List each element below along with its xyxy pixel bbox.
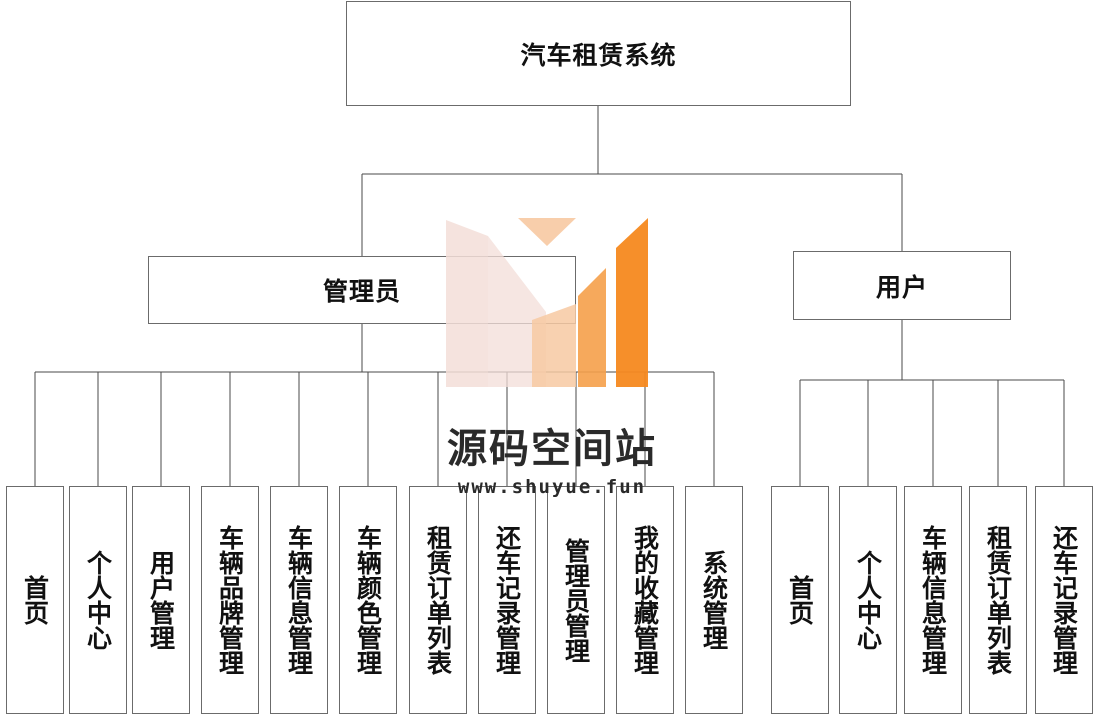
leaf-label: 车辆品牌管理 xyxy=(215,525,245,675)
admin-node: 管理员 xyxy=(148,256,576,324)
admin-leaf-admin-mgmt: 管理员管理 xyxy=(547,486,605,714)
leaf-label: 首页 xyxy=(785,575,815,625)
user-node-label: 用户 xyxy=(875,272,928,302)
watermark-url: www.shuyue.fun xyxy=(457,476,647,498)
watermark-title: 源码空间站 xyxy=(447,426,657,472)
leaf-label: 管理员管理 xyxy=(561,537,591,663)
admin-leaf-home: 首页 xyxy=(6,486,64,714)
user-leaf-rental-orders: 租赁订单列表 xyxy=(969,486,1027,714)
leaf-label: 租赁订单列表 xyxy=(983,525,1013,675)
admin-leaf-color-mgmt: 车辆颜色管理 xyxy=(339,486,397,714)
admin-leaf-favorites-mgmt: 我的收藏管理 xyxy=(616,486,674,714)
user-node: 用户 xyxy=(793,251,1011,320)
leaf-label: 我的收藏管理 xyxy=(630,525,660,675)
leaf-label: 还车记录管理 xyxy=(1049,525,1079,675)
leaf-label: 车辆信息管理 xyxy=(918,525,948,675)
user-leaf-home: 首页 xyxy=(771,486,829,714)
leaf-label: 车辆信息管理 xyxy=(284,525,314,675)
leaf-label: 用户管理 xyxy=(146,550,176,650)
root-node-label: 汽车租赁系统 xyxy=(520,40,677,70)
root-node: 汽车租赁系统 xyxy=(346,1,851,106)
admin-leaf-vehicle-info-mgmt: 车辆信息管理 xyxy=(270,486,328,714)
leaf-label: 租赁订单列表 xyxy=(423,525,453,675)
admin-leaf-return-records: 还车记录管理 xyxy=(478,486,536,714)
user-leaf-return-records: 还车记录管理 xyxy=(1035,486,1093,714)
admin-leaf-system-mgmt: 系统管理 xyxy=(685,486,743,714)
admin-leaf-brand-mgmt: 车辆品牌管理 xyxy=(201,486,259,714)
leaf-label: 个人中心 xyxy=(853,550,883,650)
leaf-label: 车辆颜色管理 xyxy=(353,525,383,675)
admin-leaf-user-mgmt: 用户管理 xyxy=(132,486,190,714)
admin-leaf-rental-orders: 租赁订单列表 xyxy=(409,486,467,714)
leaf-label: 个人中心 xyxy=(83,550,113,650)
user-leaf-profile: 个人中心 xyxy=(839,486,897,714)
leaf-label: 系统管理 xyxy=(699,550,729,650)
user-leaf-vehicle-info-mgmt: 车辆信息管理 xyxy=(904,486,962,714)
leaf-label: 首页 xyxy=(20,575,50,625)
admin-leaf-profile: 个人中心 xyxy=(69,486,127,714)
leaf-label: 还车记录管理 xyxy=(492,525,522,675)
admin-node-label: 管理员 xyxy=(322,277,401,306)
